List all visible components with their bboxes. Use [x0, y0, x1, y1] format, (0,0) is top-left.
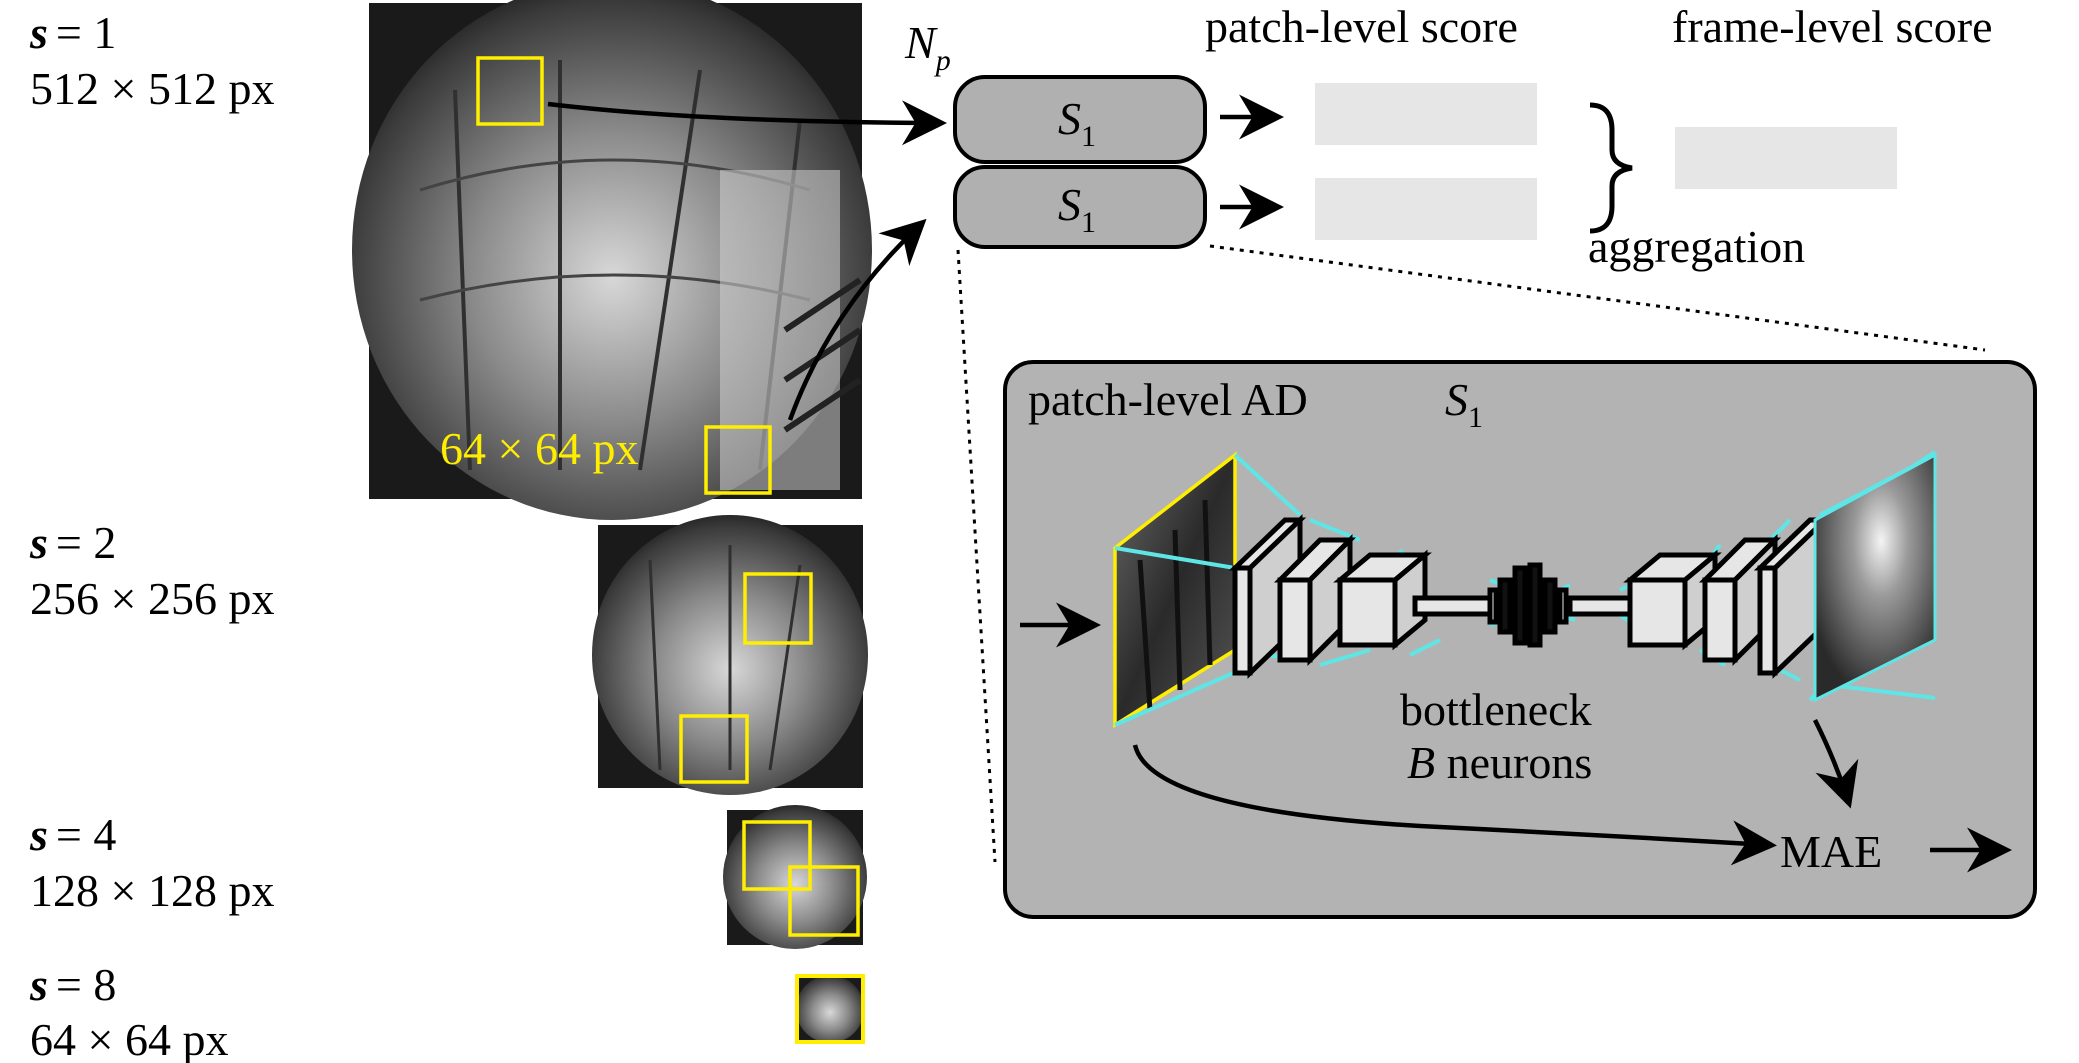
- frame-score-header: frame-level score: [1672, 1, 1993, 52]
- patch-box-s2-b: [679, 714, 749, 784]
- scale-1-size: 512 × 512 px: [30, 63, 274, 114]
- bottleneck-label: bottleneck: [1400, 684, 1592, 735]
- detector-label-1: S1: [1058, 93, 1096, 153]
- patch-box-bottom: [704, 425, 772, 495]
- decoder-blocks: [1542, 514, 1832, 679]
- output-patch-image: [1813, 452, 1937, 703]
- frame-score-box: [1675, 127, 1897, 189]
- aggregation-label: aggregation: [1588, 221, 1805, 272]
- np-label: Np: [904, 17, 951, 77]
- arrow-input-to-mae: [1132, 744, 1777, 866]
- scale-2-size: 256 × 256 px: [30, 573, 274, 624]
- detector-label-2: S1: [1058, 179, 1096, 239]
- patch-score-header: patch-level score: [1205, 1, 1518, 52]
- detector-box-2: [953, 165, 1207, 249]
- mae-label: MAE: [1780, 826, 1882, 877]
- inset-detector-label: S1: [1445, 374, 1483, 434]
- arrow-patch-to-detector-2: [787, 218, 927, 421]
- patch-box-top: [476, 56, 544, 126]
- image-scale-2: [592, 515, 868, 795]
- scale-4-size: 128 × 128 px: [30, 865, 274, 916]
- bottleneck-neurons-label: B neurons: [1407, 737, 1592, 788]
- image-scale-1: [352, 0, 872, 520]
- aggregation-brace: [1589, 102, 1633, 234]
- patch-box-s2-a: [743, 572, 813, 645]
- zoom-line-right: [1209, 244, 1986, 352]
- image-scale-4: [723, 805, 867, 949]
- zoom-line-left: [956, 249, 997, 863]
- arrow-output-to-mae: [1812, 718, 1859, 809]
- scale-2-label: s= 2: [29, 517, 116, 568]
- scale-8-size: 64 × 64 px: [30, 1014, 228, 1063]
- detector-box-1: [953, 75, 1207, 164]
- inset-title: patch-level AD: [1028, 374, 1308, 425]
- scale-8-label: s= 8: [29, 959, 116, 1010]
- patch-score-box-2: [1315, 178, 1537, 240]
- image-scale-8: [796, 975, 864, 1043]
- encoder-blocks: [1228, 514, 1513, 679]
- patch-box-s8: [795, 974, 865, 1044]
- scale-1-label: s= 1: [29, 7, 116, 58]
- bottleneck-block: [1512, 562, 1543, 648]
- patch-box-s4-b: [788, 865, 860, 937]
- arrow-patch-to-detector-1: [547, 100, 947, 146]
- patch-size-label: 64 × 64 px: [440, 423, 638, 474]
- patch-box-s4-a: [742, 820, 812, 891]
- patch-score-box-1: [1315, 83, 1537, 145]
- scale-4-label: s= 4: [29, 809, 116, 860]
